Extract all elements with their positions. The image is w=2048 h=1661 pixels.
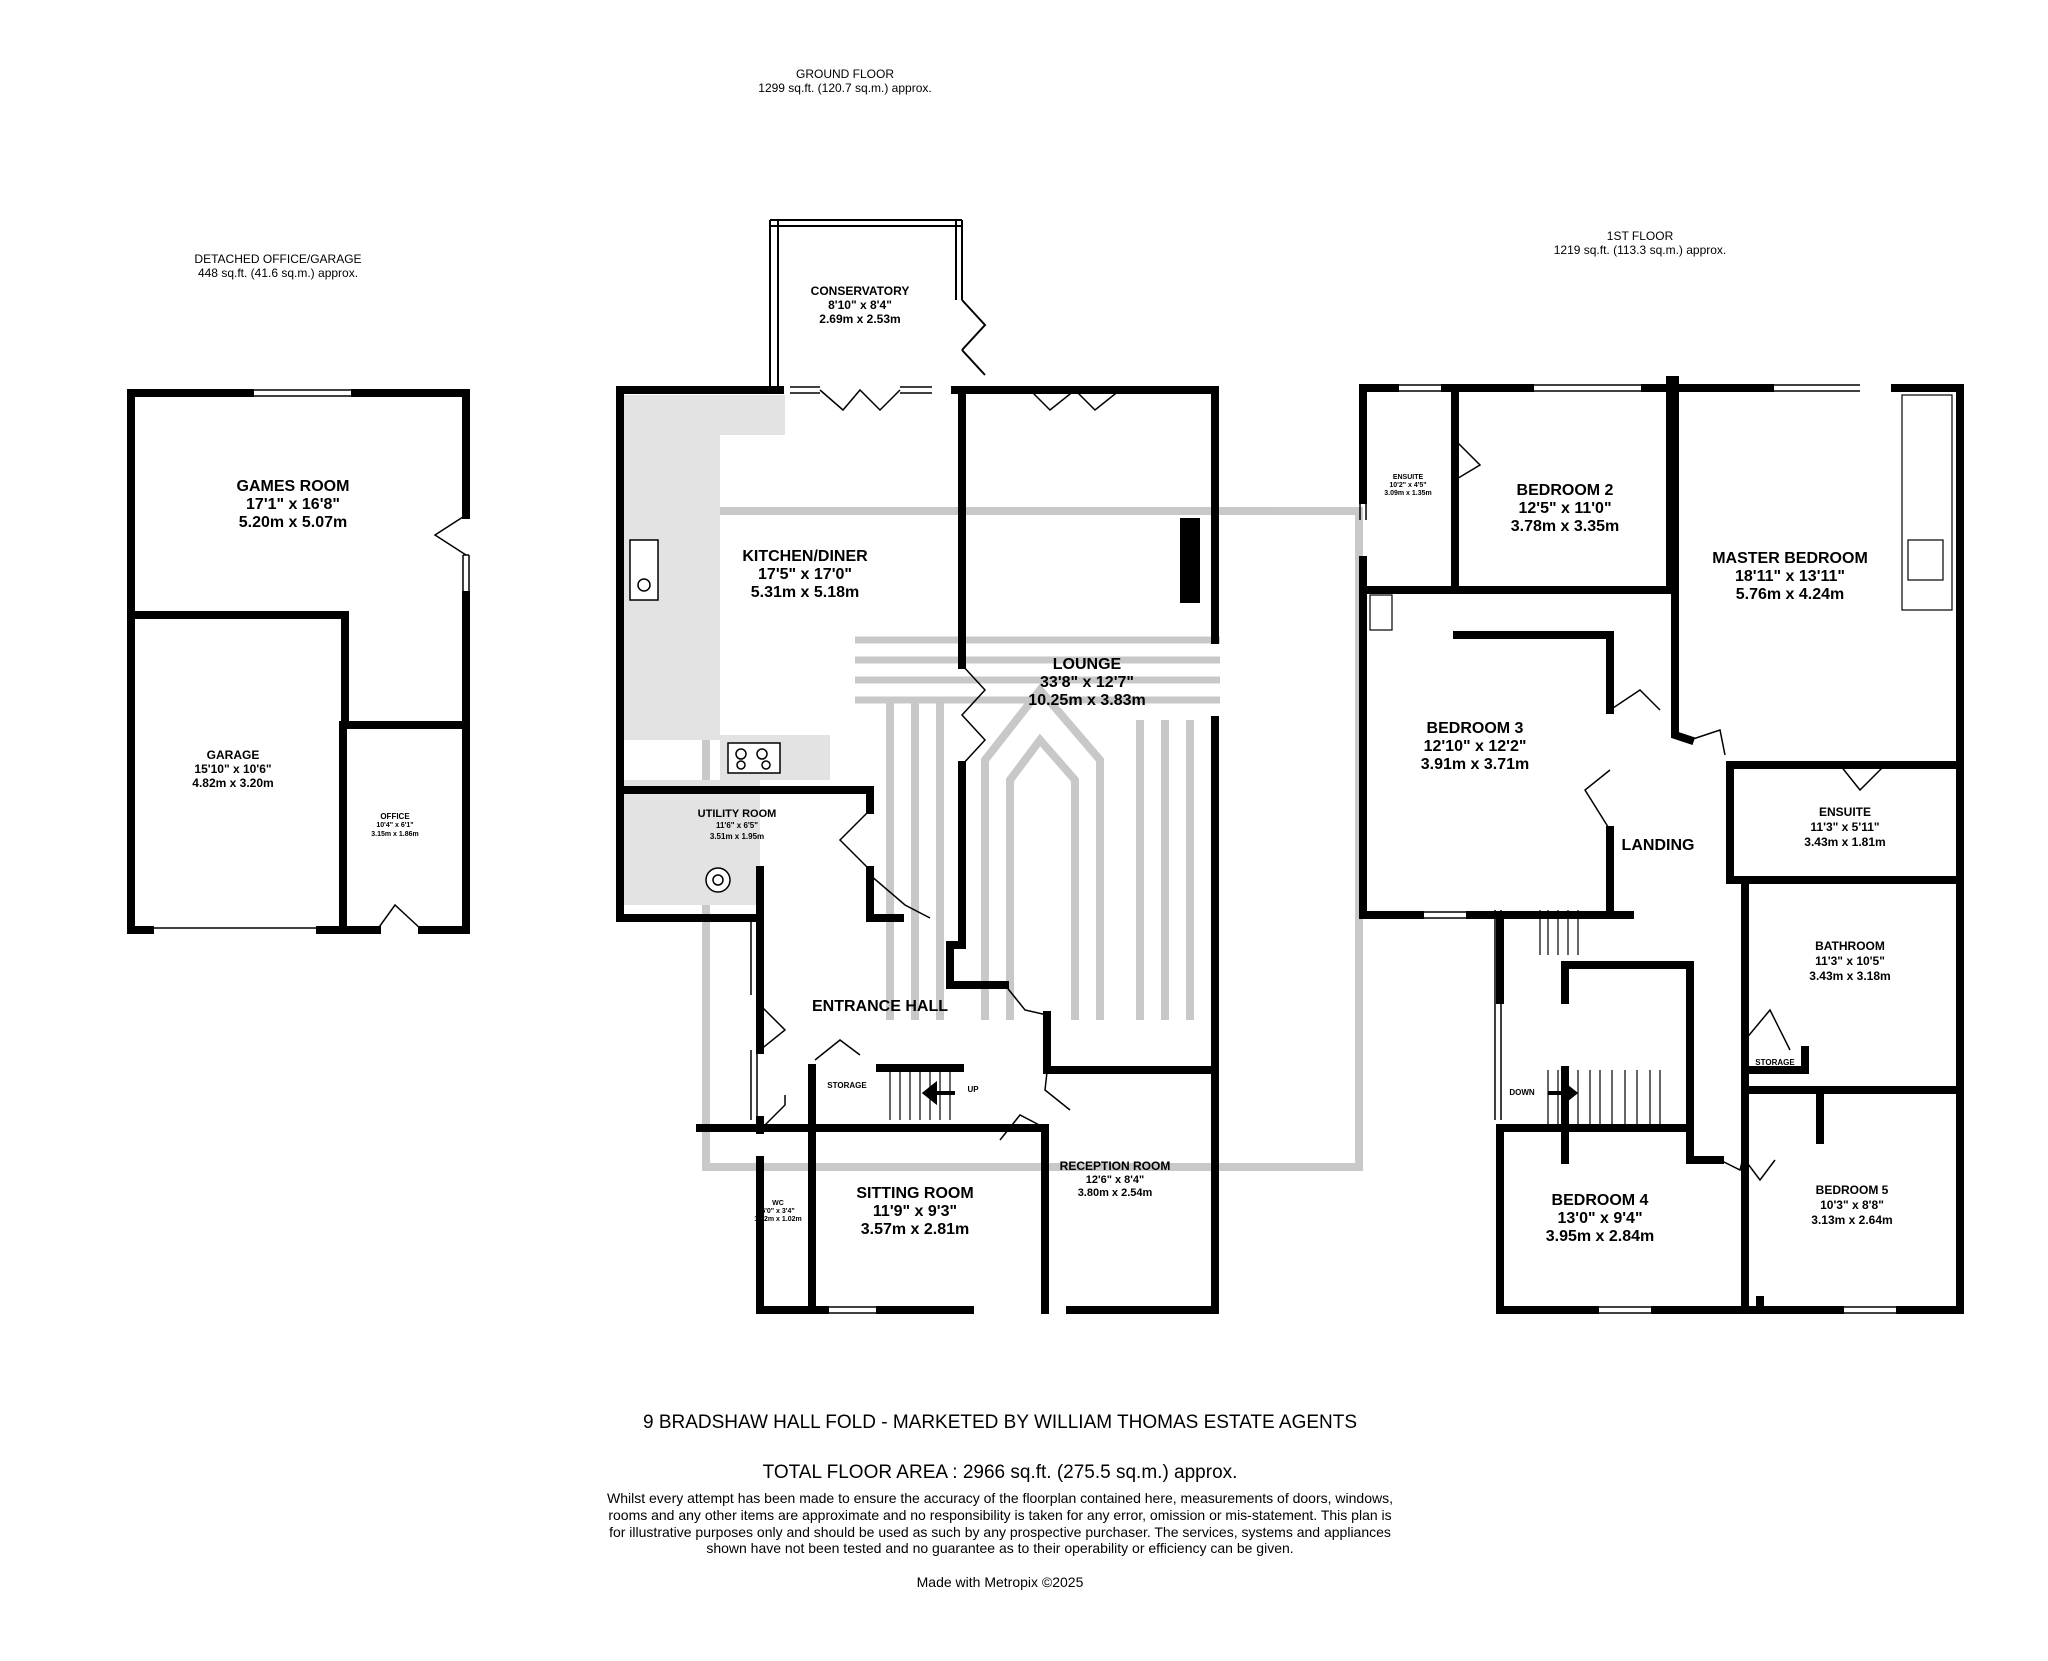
watermark-logo	[702, 507, 1363, 1171]
detached-title: DETACHED OFFICE/GARAGE	[194, 252, 362, 266]
sitting-room-imperial: 11'9" x 9'3"	[872, 1203, 958, 1220]
ensuite-metric: 3.43m x 1.81m	[1804, 835, 1886, 849]
detached-area: 448 sq.ft. (41.6 sq.m.) approx.	[197, 266, 359, 280]
windows	[150, 384, 1964, 1314]
master-bedroom-imperial: 18'11" x 13'11"	[1735, 568, 1845, 585]
garage-metric: 4.82m x 3.20m	[192, 776, 274, 790]
ensuite-small-imperial: 10'2" x 4'5"	[1389, 482, 1427, 489]
up-label: UP	[967, 1085, 979, 1094]
sitting-room-label: SITTING ROOM	[856, 1185, 974, 1202]
walls-first	[1359, 376, 1964, 1314]
utility-imperial: 11'6" x 6'5"	[715, 821, 759, 830]
reception-room-imperial: 12'6" x 8'4"	[1085, 1174, 1145, 1186]
games-room-metric: 5.20m x 5.07m	[238, 514, 348, 531]
games-room-label: GAMES ROOM	[236, 478, 350, 495]
down-label: DOWN	[1509, 1088, 1535, 1097]
games-room-imperial: 17'1" x 16'8"	[246, 496, 340, 513]
wc-imperial: 6'0" x 3'4"	[761, 1208, 795, 1215]
bedroom4-label: BEDROOM 4	[1551, 1192, 1649, 1209]
garage-label: GARAGE	[206, 748, 260, 762]
utility-metric: 3.51m x 1.95m	[709, 832, 765, 841]
ensuite-imperial: 11'3" x 5'11"	[1810, 820, 1880, 834]
bathroom-label: BATHROOM	[1815, 939, 1885, 953]
bedroom4-imperial: 13'0" x 9'4"	[1557, 1210, 1643, 1227]
ground-floor-area: 1299 sq.ft. (120.7 sq.m.) approx.	[758, 81, 932, 95]
master-bedroom-label: MASTER BEDROOM	[1712, 550, 1868, 567]
lounge-label: LOUNGE	[1052, 656, 1122, 673]
landing-label: LANDING	[1621, 837, 1695, 854]
office-metric: 3.15m x 1.86m	[371, 831, 419, 838]
bedroom3-metric: 3.91m x 3.71m	[1420, 756, 1530, 773]
bedroom3-label: BEDROOM 3	[1426, 720, 1524, 737]
kitchen-label: KITCHEN/DINER	[742, 548, 868, 565]
bedroom4-metric: 3.95m x 2.84m	[1545, 1228, 1655, 1245]
bedroom2-imperial: 12'5" x 11'0"	[1518, 500, 1612, 517]
footer-credit: Made with Metropix ©2025	[916, 1574, 1084, 1590]
bedroom5-imperial: 10'3" x 8'8"	[1820, 1198, 1884, 1212]
sink-icon	[629, 539, 659, 601]
storage-first-label: STORAGE	[1755, 1058, 1795, 1067]
first-floor-area: 1219 sq.ft. (113.3 sq.m.) approx.	[1553, 243, 1727, 257]
kitchen-imperial: 17'5" x 17'0"	[758, 566, 852, 583]
conservatory-label: CONSERVATORY	[810, 284, 910, 298]
footer-title: 9 BRADSHAW HALL FOLD - MARKETED BY WILLI…	[642, 1412, 1358, 1433]
ensuite-small-metric: 3.09m x 1.35m	[1384, 490, 1432, 497]
conservatory-metric: 2.69m x 2.53m	[819, 312, 901, 326]
garage-imperial: 15'10" x 10'6"	[194, 762, 272, 776]
boiler-icon	[705, 867, 731, 893]
sink-icon-ensuite	[1369, 594, 1393, 631]
conservatory-imperial: 8'10" x 8'4"	[828, 298, 892, 312]
bathroom-metric: 3.43m x 3.18m	[1809, 969, 1891, 983]
ground-floor-title: GROUND FLOOR	[795, 67, 895, 81]
first-floor-title: 1ST FLOOR	[1606, 229, 1674, 243]
bedroom2-label: BEDROOM 2	[1516, 482, 1614, 499]
master-bedroom-metric: 5.76m x 4.24m	[1735, 586, 1845, 603]
fireplace-icon	[1180, 518, 1200, 603]
bedroom5-label: BEDROOM 5	[1815, 1183, 1889, 1197]
bedroom2-metric: 3.78m x 3.35m	[1510, 518, 1620, 535]
ensuite-label: ENSUITE	[1818, 805, 1872, 819]
conservatory-frame	[769, 219, 987, 390]
reception-room-label: RECEPTION ROOM	[1059, 1159, 1171, 1173]
lounge-metric: 10.25m x 3.83m	[1028, 692, 1146, 709]
wc-label: WC	[772, 1200, 784, 1207]
wc-metric: 1.82m x 1.02m	[754, 1216, 802, 1223]
hob-icon	[727, 742, 781, 774]
office-label: OFFICE	[380, 812, 410, 821]
stair-arrows	[921, 1080, 1579, 1106]
kitchen-metric: 5.31m x 5.18m	[750, 584, 860, 601]
reception-room-metric: 3.80m x 2.54m	[1077, 1187, 1153, 1199]
sitting-room-metric: 3.57m x 2.81m	[860, 1221, 970, 1238]
ensuite-small-label: ENSUITE	[1392, 474, 1424, 481]
doors	[376, 388, 1886, 1182]
utility-label: UTILITY ROOM	[697, 808, 777, 820]
footer-total-area: TOTAL FLOOR AREA : 2966 sq.ft. (275.5 sq…	[762, 1462, 1238, 1483]
stairs	[880, 910, 1661, 1125]
footer-disclaimer: Whilst every attempt has been made to en…	[607, 1490, 1393, 1557]
storage-ground-label: STORAGE	[827, 1081, 867, 1090]
office-imperial: 10'4" x 6'1"	[376, 822, 414, 829]
lounge-imperial: 33'8" x 12'7"	[1040, 674, 1134, 691]
bedroom5-metric: 3.13m x 2.64m	[1811, 1213, 1893, 1227]
walls	[127, 386, 1219, 1314]
bedroom3-imperial: 12'10" x 12'2"	[1423, 738, 1527, 755]
bathroom-imperial: 11'3" x 10'5"	[1815, 954, 1885, 968]
entrance-hall-label: ENTRANCE HALL	[812, 998, 948, 1015]
bath-icon	[1901, 394, 1953, 611]
